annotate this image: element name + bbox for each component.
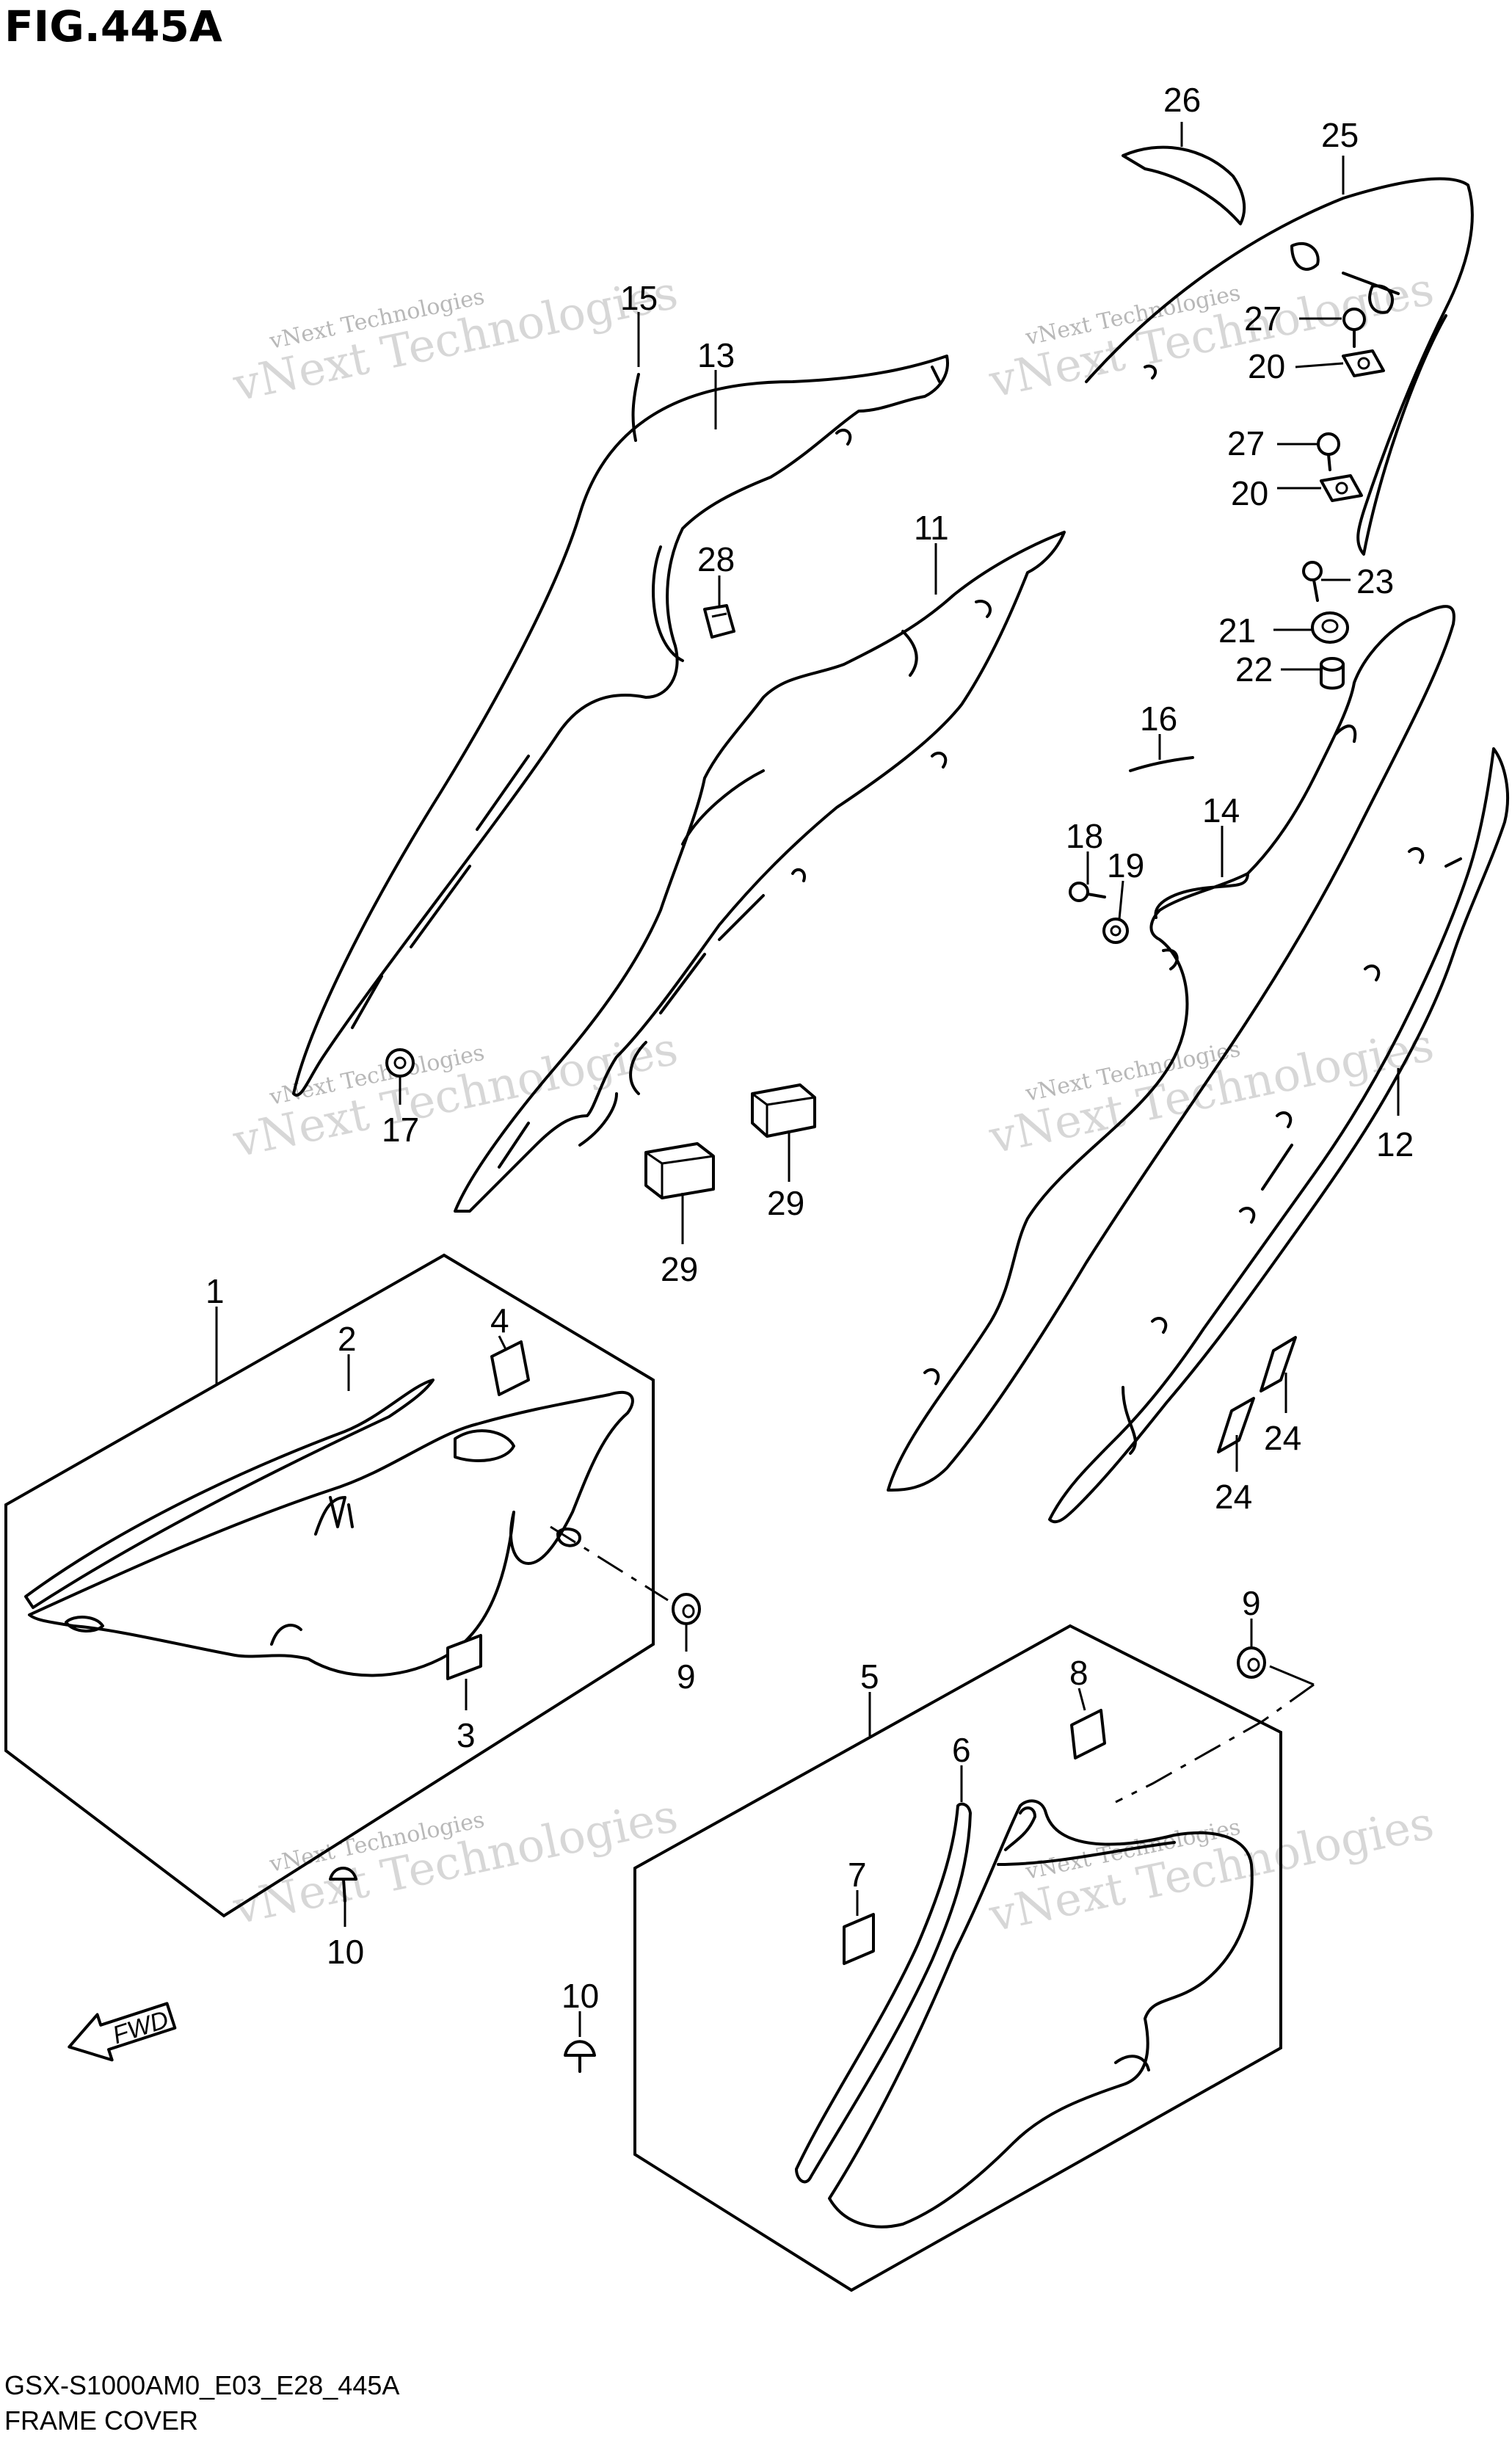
part-29-b [644,1142,715,1199]
leader-19 [1118,880,1124,920]
callout-17: 17 [382,1111,419,1149]
callout-3: 3 [457,1716,476,1754]
fwd-arrow: FWD [68,2002,177,2062]
part-19 [1102,918,1129,944]
part-27-a [1342,308,1366,348]
callout-7: 7 [848,1856,867,1894]
callout-6: 6 [952,1731,971,1769]
part-24-a [1260,1336,1297,1392]
watermark-1: vNext Technologies vNext Technologies [228,265,683,412]
part-10-a [329,1867,357,1903]
callout-27-a: 27 [1244,299,1282,338]
callout-15: 15 [620,279,658,317]
leader-20-a [1295,362,1344,368]
callout-25: 25 [1321,116,1359,154]
part-14 [887,605,1455,1492]
callout-24-b: 24 [1215,1478,1252,1516]
part-11 [454,531,1066,1213]
part-28 [703,604,735,639]
part-9-a [672,1593,701,1625]
callout-29-b: 29 [661,1250,698,1288]
callout-2: 2 [338,1320,357,1358]
callout-21: 21 [1218,611,1256,650]
group-box-5 [633,1624,1282,2292]
dash-9-b [1115,1683,1315,1804]
figure-caption: FRAME COVER [4,2405,198,2436]
part-7 [843,1913,875,1965]
callout-13: 13 [697,336,735,374]
part-23 [1302,561,1323,602]
callout-10-a: 10 [327,1933,364,1971]
callout-22: 22 [1235,650,1273,689]
callout-24-a: 24 [1264,1419,1301,1457]
part-3 [446,1634,482,1680]
callout-11: 11 [914,509,949,547]
part-21 [1311,611,1349,644]
part-15 [631,373,640,442]
group-box-1 [4,1253,655,1918]
part-20-b [1320,474,1363,502]
dash-9-a [550,1525,669,1602]
part-10-b [564,2040,596,2073]
callout-12: 12 [1376,1125,1414,1163]
callout-14: 14 [1202,791,1240,829]
callout-20-b: 20 [1231,474,1268,512]
part-2 [24,1379,435,1609]
callout-1: 1 [206,1272,225,1310]
watermark-3: vNext Technologies vNext Technologies [228,1021,683,1168]
part-29-a [751,1083,816,1138]
part-20-a [1342,349,1385,377]
part-1 [28,1390,634,1677]
part-17 [385,1048,415,1078]
callout-26: 26 [1163,81,1201,119]
part-27-b [1317,432,1340,471]
callout-20-a: 20 [1248,347,1285,385]
part-24-b [1217,1397,1255,1453]
callout-8: 8 [1069,1654,1088,1692]
leader-9-b2 [1269,1665,1315,1686]
part-6 [795,1802,972,2184]
callout-16: 16 [1140,700,1177,738]
callout-28: 28 [697,540,735,578]
part-9-b [1237,1646,1266,1679]
part-12 [1048,747,1510,1524]
callout-19: 19 [1107,846,1144,885]
part-4 [490,1340,530,1396]
callout-9-b: 9 [1242,1584,1261,1622]
leader-4 [498,1335,508,1351]
callout-4: 4 [490,1301,509,1340]
part-25 [1085,177,1474,556]
figure-title: FIG.445A [4,1,222,51]
part-16 [1129,756,1194,772]
callout-23: 23 [1356,562,1394,600]
leader-8 [1077,1688,1086,1711]
model-code: GSX-S1000AM0_E03_E28_445A [4,2370,399,2400]
watermark-2: vNext Technologies vNext Technologies [984,261,1439,408]
callout-9-a: 9 [677,1657,696,1696]
watermark-5: vNext Technologies vNext Technologies [228,1788,683,1935]
callout-29-a: 29 [767,1184,804,1222]
watermark-6: vNext Technologies vNext Technologies [984,1795,1439,1942]
callout-27-b: 27 [1227,424,1265,462]
part-26 [1122,145,1246,225]
callout-10-b: 10 [561,1977,599,2015]
part-8 [1070,1709,1106,1759]
callout-18: 18 [1066,817,1103,855]
part-18 [1069,882,1106,902]
part-13 [292,355,949,1097]
part-22 [1320,657,1345,690]
part-5 [828,1799,1254,2229]
callout-5: 5 [860,1657,879,1696]
